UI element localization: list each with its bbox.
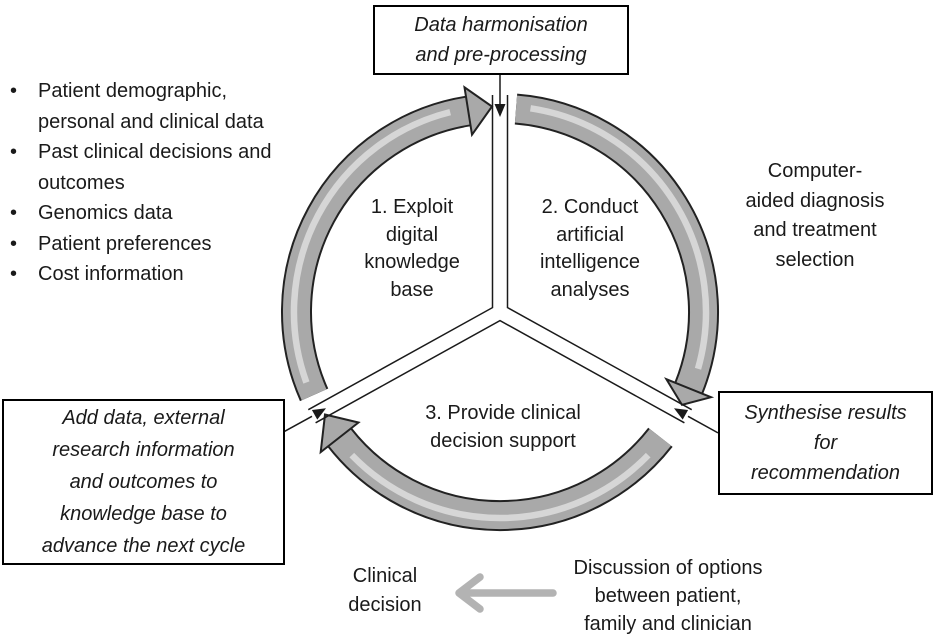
sector1-boundary-line: [307, 95, 494, 411]
top-box-connector: [494, 75, 506, 117]
cycle-step-2-label: 2. Conduct artificial intelligence analy…: [539, 196, 641, 301]
data-harmonisation-box: Data harmonisation and pre-processing: [373, 5, 629, 75]
arc1-arrowhead-icon: [463, 85, 494, 138]
bottom-flow-arrow: [455, 573, 557, 613]
down-arrow-icon: [494, 104, 506, 117]
list-item-text: Past clinical decisions and outcomes: [38, 141, 272, 194]
list-item: Cost information: [10, 259, 340, 290]
list-item: Patient preferences: [10, 229, 340, 260]
bullet-icon: [10, 76, 38, 137]
discussion-note: Discussion of options between patient, f…: [573, 557, 763, 635]
list-item-text: Genomics data: [38, 202, 173, 224]
list-item-text: Patient demographic, personal and clinic…: [38, 80, 264, 133]
bullet-icon: [10, 198, 38, 229]
cycle-arc-segment1: [281, 85, 494, 402]
cycle-arc-segment2: [514, 93, 719, 407]
cycle-step-1-label: 1. Exploit digital knowledge base: [364, 196, 460, 301]
up-left-arrow-icon: [674, 408, 689, 420]
computer-aided-note: Computer- aided diagnosis and treatment …: [745, 160, 885, 271]
left-box-connector: [283, 408, 326, 433]
add-data-box: Add data, external research information …: [2, 399, 285, 565]
arc2-highlight: [530, 105, 710, 370]
arc3-arrowhead-icon: [319, 413, 361, 455]
arc3-highlight: [349, 452, 651, 522]
left-connector-line: [283, 415, 313, 433]
sector3-boundary-line: [315, 319, 685, 424]
list-item-text: Patient preferences: [38, 232, 212, 255]
arc2-arrowhead-icon: [663, 377, 715, 407]
up-right-arrow-icon: [311, 408, 326, 420]
list-item: Genomics data: [10, 198, 340, 229]
clinical-decision-label: Clinical decision: [348, 565, 422, 616]
bullet-icon: [10, 137, 38, 198]
right-connector-line: [687, 415, 719, 434]
bullet-icon: [10, 229, 38, 260]
data-input-list: Patient demographic, personal and clinic…: [10, 76, 340, 290]
bullet-icon: [10, 259, 38, 290]
synthesise-results-box: Synthesise results for recommendation: [718, 391, 933, 495]
arc1-highlight: [290, 108, 451, 384]
left-arrow-icon: [455, 573, 484, 613]
list-item-text: Cost information: [38, 263, 184, 285]
list-item: Past clinical decisions and outcomes: [10, 137, 340, 198]
cycle-step-3-label: 3. Provide clinical decision support: [425, 402, 581, 452]
right-box-connector: [674, 408, 719, 434]
cycle-arc-segment3: [319, 413, 673, 532]
list-item: Patient demographic, personal and clinic…: [10, 76, 340, 137]
sector2-boundary-line: [506, 95, 693, 411]
